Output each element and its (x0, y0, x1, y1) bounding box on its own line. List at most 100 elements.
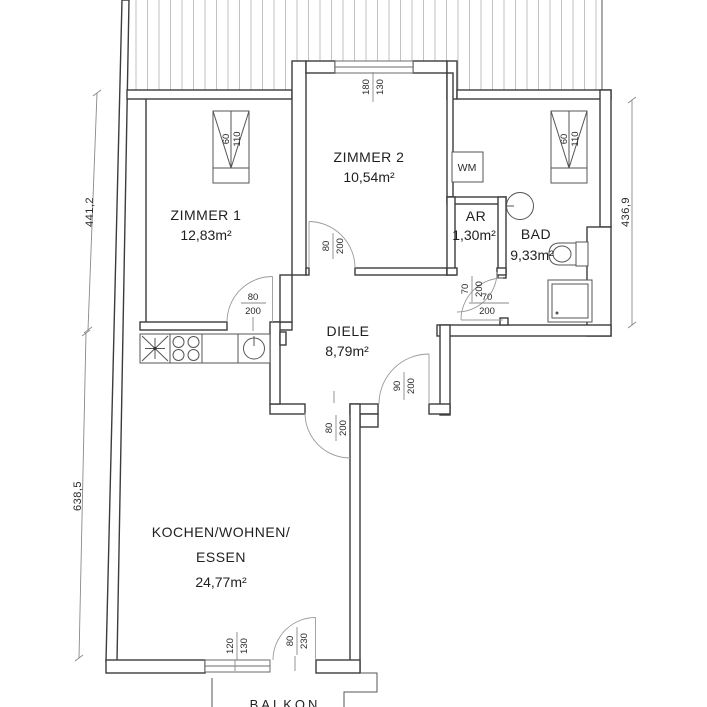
dimension-right: 436,9 (620, 96, 637, 329)
svg-text:110: 110 (232, 131, 243, 146)
room-area-ar: 1,30m² (452, 227, 496, 243)
toilet-symbol (548, 241, 589, 267)
svg-text:80: 80 (324, 423, 335, 434)
svg-text:110: 110 (570, 131, 581, 146)
room-label-ar: AR (466, 208, 486, 224)
wall-segment (139, 321, 228, 331)
wall-segment (269, 321, 281, 405)
bad-roof-window-label: 60 110 (559, 131, 581, 146)
dimension-left-upper: 441,2 (83, 89, 102, 334)
room-labels: ZIMMER 1 12,83m² ZIMMER 2 10,54m² AR 1,3… (152, 149, 554, 707)
wall-segment (305, 60, 336, 74)
svg-text:120: 120 (225, 638, 236, 654)
room-label-bad: BAD (521, 226, 551, 242)
dimension-left-lower: 638,5 (72, 329, 91, 662)
z1-door-label: 80 200 (241, 292, 266, 331)
wall-segment (436, 324, 612, 337)
kitchen-window-label: 120 130 (225, 632, 250, 660)
washing-machine-label: WM (458, 162, 477, 174)
wall-segment (315, 659, 361, 674)
room-label-wohnen-line1: KOCHEN/WOHNEN/ (152, 524, 290, 540)
kitchen-counter-symbol (139, 333, 271, 364)
bad-door-arc (460, 277, 504, 321)
wall-segment (359, 413, 379, 428)
wall-segment (126, 89, 293, 100)
sink-symbol (506, 192, 534, 220)
doors (226, 221, 504, 661)
svg-text:180: 180 (361, 79, 372, 95)
svg-text:200: 200 (335, 238, 346, 254)
kitchen-hall-door-arc (304, 412, 351, 459)
bad-door-label: 70 200 (469, 292, 509, 317)
wall-segment (412, 60, 448, 74)
kitchen-hall-door-label: 80 200 (324, 415, 349, 441)
diele-kitchen-door-label: 90 200 (392, 372, 417, 400)
dimension-label: 441,2 (84, 197, 96, 227)
wall-segment (499, 317, 509, 326)
svg-text:60: 60 (221, 134, 232, 145)
wall-segment (446, 196, 507, 205)
appliance-symbol (141, 335, 169, 362)
balcony-outline (211, 672, 378, 707)
room-label-wohnen-line2: ESSEN (196, 549, 246, 565)
room-label-zimmer2: ZIMMER 2 (334, 149, 405, 165)
room-area-zimmer1: 12,83m² (180, 227, 232, 243)
wall-segment (349, 403, 361, 673)
z1-roof-window-label: 60 110 (221, 131, 243, 146)
svg-text:80: 80 (321, 241, 332, 252)
svg-text:200: 200 (338, 420, 349, 436)
balcony-door-arc (272, 617, 316, 661)
svg-text:70: 70 (482, 292, 493, 303)
zimmer2-door-arc (308, 221, 356, 269)
ar-door-label: 70 200 (460, 276, 485, 302)
svg-text:70: 70 (460, 284, 471, 295)
windows (204, 60, 414, 673)
room-label-balkon: BALKON (250, 697, 321, 707)
z2-door-label: 80 200 (321, 233, 346, 259)
cooktop-symbol (172, 336, 200, 361)
wall-segment (279, 274, 293, 323)
zimmer1-door-arc (226, 276, 273, 323)
wall-segment (105, 0, 130, 662)
svg-text:200: 200 (406, 378, 417, 394)
roof-window-symbol-zimmer1 (212, 110, 250, 184)
dimension-label: 436,9 (620, 197, 632, 227)
room-label-diele: DIELE (327, 323, 370, 339)
wall-segment (105, 659, 206, 674)
wall-segment (305, 267, 310, 276)
wall-segment (496, 267, 507, 276)
wall-segment (291, 60, 307, 276)
wall-segment (456, 89, 612, 100)
wall-segment (497, 196, 507, 279)
svg-text:90: 90 (392, 381, 403, 392)
svg-text:230: 230 (299, 633, 310, 649)
wall-segment (599, 89, 612, 228)
svg-text:80: 80 (285, 636, 296, 647)
wall-segment (269, 403, 306, 415)
diele-kitchen-door-arc (378, 353, 430, 405)
svg-text:200: 200 (474, 281, 485, 297)
kitchen-sink-symbol (243, 336, 265, 360)
svg-text:200: 200 (479, 306, 495, 317)
roof-hatch-area (135, 0, 597, 90)
balcony-door-label: 80 230 (285, 627, 310, 655)
washing-machine-symbol (451, 151, 484, 183)
room-area-bad: 9,33m² (510, 247, 554, 263)
svg-text:130: 130 (239, 638, 250, 654)
svg-text:80: 80 (248, 292, 259, 303)
wall-segment (354, 267, 448, 276)
room-area-zimmer2: 10,54m² (343, 169, 395, 185)
roof-window-symbol-bad (550, 110, 588, 184)
svg-text:200: 200 (245, 306, 261, 317)
wall-segment (439, 324, 451, 416)
shower-symbol (547, 279, 593, 323)
room-area-diele: 8,79m² (325, 343, 369, 359)
wall-segment (428, 403, 451, 415)
wall-segment (446, 267, 458, 276)
svg-text:60: 60 (559, 134, 570, 145)
z2-window-label: 180 130 (361, 72, 386, 102)
room-label-zimmer1: ZIMMER 1 (171, 207, 242, 223)
dimension-label: 638,5 (72, 481, 84, 511)
